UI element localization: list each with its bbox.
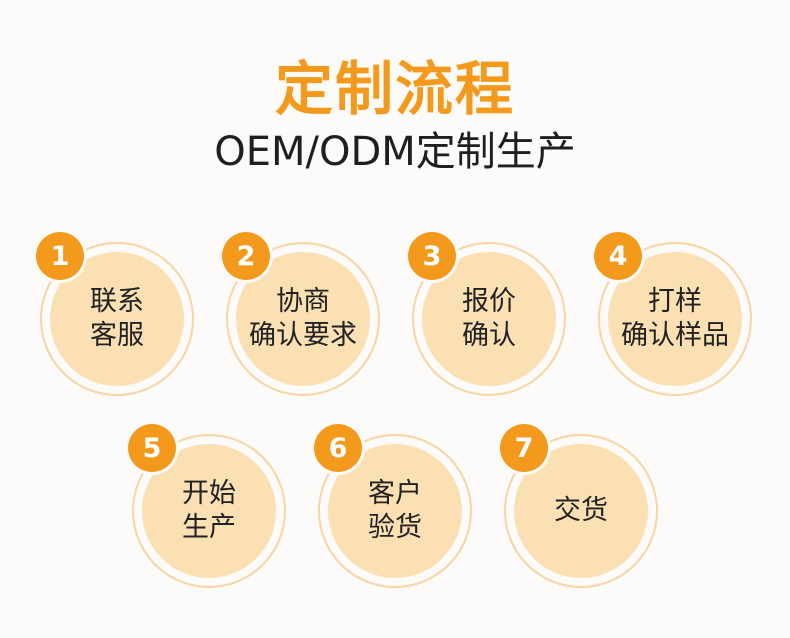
step-start-production: 开始 生产 5	[128, 424, 284, 586]
step-label-line2: 生产	[182, 512, 236, 543]
step-circle: 交货	[506, 436, 656, 586]
step-number-badge: 7	[500, 424, 548, 472]
step-number-badge: 2	[222, 232, 270, 280]
step-label-line2: 验货	[368, 512, 422, 543]
step-label-line2: 确认样品	[621, 320, 729, 351]
step-label-line1: 报价	[462, 286, 516, 317]
step-label: 联系 客服	[84, 285, 150, 353]
step-negotiate-requirements: 协商 确认要求 2	[222, 232, 378, 394]
step-number-badge: 6	[314, 424, 362, 472]
step-label-line2: 确认要求	[249, 320, 357, 351]
step-label-line1: 协商	[276, 286, 330, 317]
step-label-line1: 联系	[90, 286, 144, 317]
step-circle: 协商 确认要求	[228, 244, 378, 394]
step-label: 客户 验货	[362, 477, 428, 545]
step-circle: 报价 确认	[414, 244, 564, 394]
step-label-line2: 确认	[462, 320, 516, 351]
step-label: 开始 生产	[176, 477, 242, 545]
step-label: 交货	[548, 494, 614, 528]
step-label: 报价 确认	[456, 285, 522, 353]
step-quote-confirm: 报价 确认 3	[408, 232, 564, 394]
step-label-line1: 交货	[554, 495, 608, 526]
step-number-badge: 4	[594, 232, 642, 280]
step-number-badge: 5	[128, 424, 176, 472]
step-circle: 联系 客服	[42, 244, 192, 394]
step-label: 打样 确认样品	[615, 285, 735, 353]
step-number-badge: 3	[408, 232, 456, 280]
step-label-line1: 开始	[182, 478, 236, 509]
step-number-badge: 1	[36, 232, 84, 280]
step-label-line2: 客服	[90, 320, 144, 351]
step-delivery: 交货 7	[500, 424, 656, 586]
step-label: 协商 确认要求	[243, 285, 363, 353]
page-title: 定制流程	[274, 55, 515, 123]
step-label-line1: 打样	[648, 286, 702, 317]
step-sample-confirm: 打样 确认样品 4	[594, 232, 750, 394]
step-customer-inspection: 客户 验货 6	[314, 424, 470, 586]
step-circle: 开始 生产	[134, 436, 284, 586]
page-subtitle: OEM/ODM定制生产	[214, 129, 576, 175]
step-label-line1: 客户	[368, 478, 422, 509]
step-contact-service: 联系 客服 1	[36, 232, 192, 394]
